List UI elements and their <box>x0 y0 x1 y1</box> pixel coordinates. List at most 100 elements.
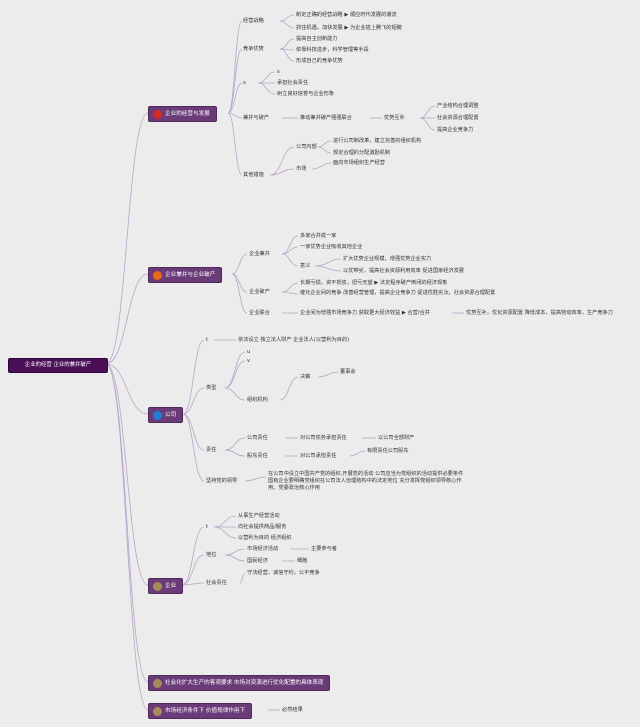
node-company-liability-1a[interactable]: 以公司全部财产 <box>378 435 415 441</box>
node-s[interactable]: s <box>243 80 246 86</box>
branch-enterprise[interactable]: 企业 <box>148 578 184 594</box>
connector-line <box>317 146 332 154</box>
node-party[interactable]: 坚持党的领导 <box>206 478 238 484</box>
node-internal[interactable]: 公司内部 <box>296 144 317 150</box>
connector-line <box>227 48 243 114</box>
connector-line <box>314 258 342 267</box>
node-internal-2[interactable]: 规定合理的分配激励机制 <box>333 150 391 156</box>
node-bankruptcy-b[interactable]: 催化企业间的竞争 改善经营管理，提高企业竞争力 促进优胜劣汰，社会资源合理配置 <box>300 290 496 296</box>
connector-line <box>181 582 205 586</box>
node-type-u[interactable]: u <box>247 349 251 355</box>
node-party-a[interactable]: 在公司中设立中国共产党的组织,开展党的活动 公司应当为党组织的活动提供必要条件 … <box>268 471 464 491</box>
node-strategy[interactable]: 经营战略 <box>243 18 264 24</box>
node-advantage-c[interactable]: 形成自己的竞争优势 <box>296 58 343 64</box>
connector-line <box>419 117 436 131</box>
connector-line <box>227 112 243 176</box>
root-to-branch-line <box>105 363 149 683</box>
node-market-1[interactable]: 面向市场组织生产经营 <box>333 160 385 166</box>
node-ent-t-c[interactable]: 以营利为目的 经济组织 <box>238 535 292 541</box>
node-org[interactable]: 组织机构 <box>247 397 268 403</box>
node-merger-b2[interactable]: 社会资源合理配置 <box>437 115 479 121</box>
node-merger-a[interactable]: 推动兼并破产强强联合 <box>300 115 352 121</box>
node-shareholder-liability-1a[interactable]: 有限责任公司股东 <box>367 448 409 454</box>
node-company-liability[interactable]: 公司责任 <box>247 435 268 441</box>
node-ent-t-b[interactable]: 向社会提供商品/服务 <box>238 524 287 530</box>
branch-merger-bankruptcy[interactable]: 企业兼并与企业破产 <box>148 267 223 283</box>
node-company-def[interactable]: 依法设立 独立法人财产 企业法人(以营利为目的) <box>238 337 350 343</box>
connector-line <box>182 413 205 482</box>
node-merge-meaning[interactable]: 意义 <box>300 263 311 269</box>
root-to-branch-line <box>105 112 149 365</box>
node-merger-b[interactable]: 优势互补 <box>384 115 405 121</box>
node-market[interactable]: 市场 <box>296 166 307 172</box>
connector-line <box>281 291 299 295</box>
node-merger-b1[interactable]: 产业结构合理调整 <box>437 103 479 109</box>
node-inevitable[interactable]: 必然结果 <box>282 707 303 713</box>
node-merger[interactable]: 兼并与破产 <box>243 115 269 121</box>
node-bankruptcy[interactable]: 企业破产 <box>249 289 270 295</box>
node-alliance-b[interactable]: 优势互补，优化资源配置 降低成本，提高劳动效率，生产竞争力 <box>466 310 613 316</box>
connector-line <box>224 387 246 401</box>
node-alliance[interactable]: 企业联合 <box>249 310 270 316</box>
root-to-branch-line <box>105 363 149 415</box>
node-shareholder-liability[interactable]: 股东责任 <box>247 453 268 459</box>
node-strategy-b[interactable]: 抓住机遇，加快发展 ▶ 为企业插上腾飞的翅膀 <box>296 25 402 31</box>
node-ent-t-a[interactable]: 从事生产经营活动 <box>238 513 280 519</box>
node-s-c[interactable]: 树立良好信誉与企业形象 <box>277 91 335 97</box>
branch-label: 市场经济条件下 价值规律作用下 <box>165 708 246 714</box>
node-company-liability-1[interactable]: 对公司债务承担责任 <box>300 435 347 441</box>
node-status-a1[interactable]: 主要参与者 <box>311 546 337 552</box>
node-other[interactable]: 其他措施 <box>243 172 264 178</box>
node-advantage-a[interactable]: 提高自主创新能力 <box>296 36 338 42</box>
node-advantage-b[interactable]: 依靠科技进步，科学管理等手段 <box>296 47 369 53</box>
node-merger-b3[interactable]: 提高企业竞争力 <box>437 127 474 133</box>
tan-circle-icon <box>153 678 162 688</box>
node-ent-t[interactable]: t <box>206 524 209 530</box>
node-merge-a[interactable]: 多家合并成一家 <box>300 233 337 239</box>
node-social-resp-a[interactable]: 守法经营，诚信守约，公平竞争 <box>247 570 320 576</box>
node-board[interactable]: 董事会 <box>340 369 356 375</box>
node-decision[interactable]: 决策 <box>300 374 311 380</box>
connector-line <box>281 282 299 293</box>
node-liability[interactable]: 责任 <box>206 447 217 453</box>
node-merge[interactable]: 企业兼并 <box>249 251 270 257</box>
root-to-branch-line <box>105 363 149 711</box>
node-merge-meaning-2[interactable]: 以优带劣，提高社会资源利用效率 促进国家经济发展 <box>343 268 464 274</box>
connector-line <box>281 253 299 267</box>
node-status-a[interactable]: 市场经济活动 <box>247 546 279 552</box>
node-s-a[interactable]: s <box>277 69 280 75</box>
connector-line <box>227 112 243 119</box>
node-internal-1[interactable]: 进行公司制改革，建立完善的组织机构 <box>333 138 422 144</box>
tan-circle-icon <box>153 581 162 591</box>
branch-label: 企业兼并与企业破产 <box>165 272 216 278</box>
root-topic[interactable]: 企业的经营 企业的兼并破产 <box>8 358 108 373</box>
node-status-b1[interactable]: 细胞 <box>297 558 308 564</box>
connector-line <box>281 246 299 255</box>
node-status-b[interactable]: 国民经济 <box>247 558 268 564</box>
node-strategy-a[interactable]: 制定正确的经营战略 ▶ 顺应时代发展的潮流 <box>296 12 397 18</box>
node-merge-b[interactable]: 一家优势企业吸收其他企业 <box>300 244 363 250</box>
node-shareholder-liability-1[interactable]: 对公司承担责任 <box>300 453 337 459</box>
node-alliance-a[interactable]: 企业间为增强市场竞争力 获取更大经济效益 ▶ 合营/合并 <box>300 310 430 316</box>
branch-business-development[interactable]: 企业的经营与发展 <box>148 106 217 122</box>
node-type[interactable]: 类型 <box>206 385 217 391</box>
connector-line <box>314 265 342 272</box>
node-s-b[interactable]: 承担社会责任 <box>277 80 309 86</box>
connector-line <box>279 38 295 50</box>
connector-line <box>182 387 205 415</box>
node-social-resp[interactable]: 社会责任 <box>206 580 227 586</box>
connector-line <box>182 413 205 451</box>
connector-line <box>231 253 248 275</box>
connector-line <box>224 449 246 457</box>
branch-market-economy[interactable]: 市场经济条件下 价值规律作用下 <box>148 703 253 719</box>
node-merge-meaning-1[interactable]: 扩大优势企业规模，增强优势企业实力 <box>343 256 432 262</box>
branch-socialized-production[interactable]: 社会化扩大生产的客观要求 市场对资源进行优化配置的具体表现 <box>148 675 331 691</box>
connector-line <box>181 526 205 586</box>
connector-line <box>224 548 246 556</box>
node-type-v[interactable]: v <box>247 358 251 364</box>
node-company-t[interactable]: t <box>206 337 209 343</box>
node-advantage[interactable]: 竞争优势 <box>243 46 264 52</box>
node-status[interactable]: 地位 <box>206 552 217 558</box>
node-bankruptcy-a[interactable]: 长期亏损，资不抵债，扭亏无望 ▶ 法定程序破产倒闭的经济现象 <box>300 280 448 286</box>
branch-company[interactable]: 公司 <box>148 407 184 423</box>
